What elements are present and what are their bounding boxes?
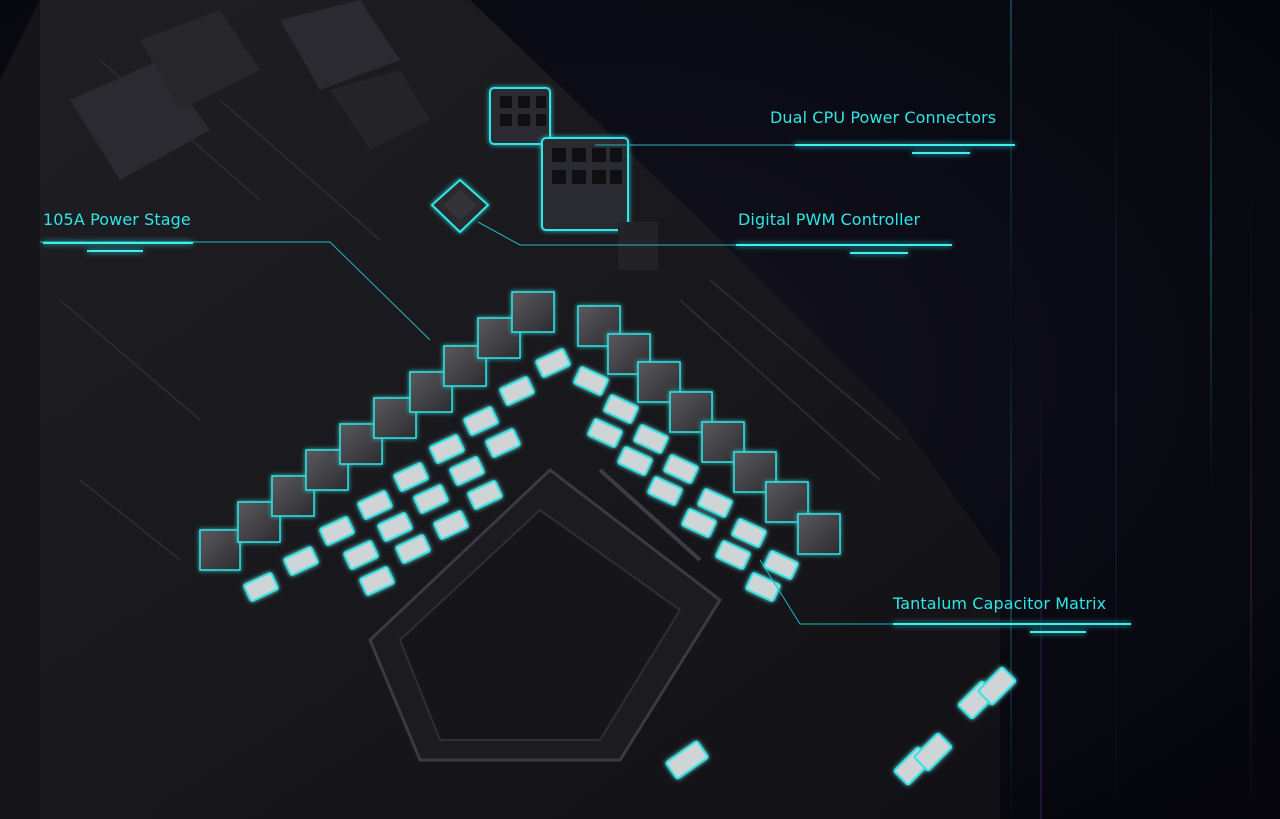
- accent-bar: [893, 623, 1131, 625]
- accent-bar: [736, 244, 952, 246]
- pwm-chip: [430, 178, 490, 234]
- accent-bar: [850, 252, 908, 254]
- power-stage-label: 105A Power Stage: [43, 210, 191, 229]
- bg-streak: [1210, 0, 1212, 819]
- cpu-power-connectors: [489, 87, 658, 270]
- left-chokes: [199, 291, 555, 571]
- pcb-board-left: [0, 0, 40, 819]
- tantalum-capacitors: [243, 348, 799, 602]
- rear-io-blocks: [70, 0, 430, 180]
- bg-streak: [1115, 0, 1117, 819]
- bg-streak: [1010, 0, 1012, 819]
- pcb-board: [0, 0, 1000, 819]
- cpu-socket: [368, 468, 722, 762]
- bg-streak: [1250, 0, 1252, 819]
- digital-pwm-label: Digital PWM Controller: [738, 210, 921, 229]
- dual-cpu-power-label: Dual CPU Power Connectors: [770, 108, 997, 127]
- accent-bar: [795, 144, 1015, 146]
- accent-bar: [43, 242, 193, 244]
- right-chokes: [577, 305, 841, 555]
- tantalum-label: Tantalum Capacitor Matrix: [893, 594, 1107, 613]
- bg-streak: [1040, 0, 1042, 819]
- accent-bar: [87, 250, 143, 252]
- floating-capacitors: [665, 666, 1017, 786]
- accent-bar: [912, 152, 970, 154]
- accent-bar: [1030, 631, 1086, 633]
